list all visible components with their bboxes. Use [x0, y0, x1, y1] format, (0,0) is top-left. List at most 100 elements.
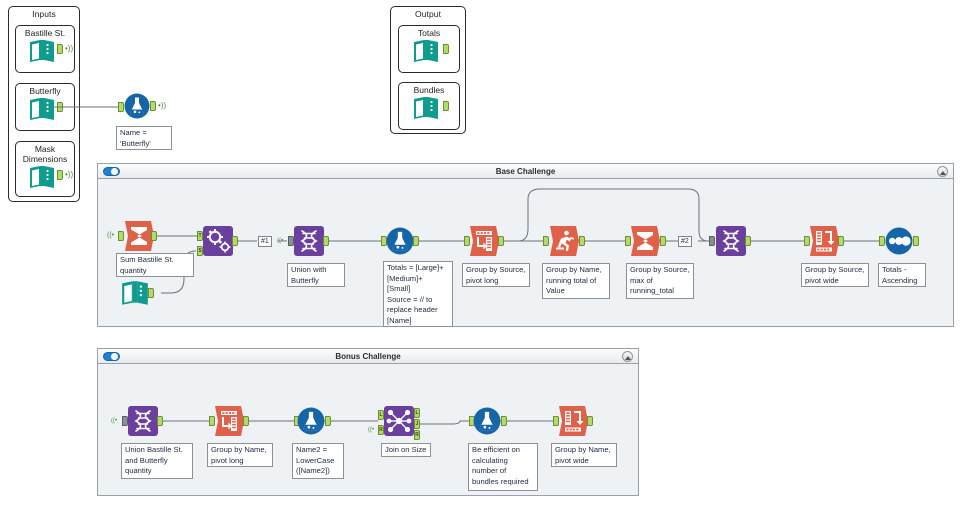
summarize-icon[interactable] — [124, 221, 154, 251]
tool-container-inputs[interactable]: Inputs Bastille St. •)) Butterfly — [8, 6, 80, 202]
transpose-icon[interactable] — [214, 406, 244, 436]
summarize-icon[interactable] — [630, 226, 660, 256]
workflow-container-bonus-challenge[interactable]: Bonus Challenge ((• — [97, 348, 639, 496]
input-data-icon[interactable] — [28, 96, 56, 127]
output-anchor[interactable] — [913, 236, 919, 246]
input-anchor[interactable] — [443, 101, 449, 111]
sort-icon[interactable] — [885, 227, 913, 255]
crosstab-icon[interactable] — [809, 226, 839, 256]
input-anchor[interactable] — [879, 236, 885, 246]
annotation-formula-2: Name2 = LowerCase ([Name2]) — [292, 443, 344, 479]
output-anchor[interactable] — [579, 236, 585, 246]
input-data-icon[interactable] — [28, 164, 56, 195]
container-title-bonus: Bonus Challenge — [335, 351, 401, 361]
output-anchor[interactable] — [57, 170, 63, 180]
formula-icon[interactable] — [473, 407, 501, 435]
output-anchor[interactable] — [660, 236, 666, 246]
input-anchor[interactable] — [553, 416, 559, 426]
output-anchor[interactable] — [243, 416, 249, 426]
output-anchor[interactable] — [323, 236, 329, 246]
input-anchor-t[interactable] — [197, 231, 203, 241]
crosstab-icon[interactable] — [558, 406, 588, 436]
output-data-icon[interactable] — [412, 95, 440, 126]
find-replace-icon[interactable] — [203, 226, 233, 256]
output-anchor[interactable] — [501, 416, 507, 426]
anchor-label-r: R — [379, 427, 383, 433]
output-anchor[interactable] — [232, 236, 238, 246]
annotation-union-3: Union Bastille St. and Butterfly quantit… — [121, 443, 193, 479]
container-header-base[interactable]: Base Challenge — [98, 164, 953, 179]
input-anchor-r[interactable] — [378, 425, 384, 435]
union-icon[interactable] — [128, 406, 158, 436]
input-tool-title-mask: Mask Dimensions — [22, 144, 68, 164]
running-total-icon[interactable] — [549, 226, 579, 256]
annotation-summarize-2: Group by Source, max of running_total — [626, 263, 694, 299]
output-anchor[interactable] — [745, 236, 751, 246]
collapse-up-icon[interactable] — [937, 165, 948, 177]
input-anchor[interactable] — [625, 236, 631, 246]
output-anchor[interactable] — [57, 44, 63, 54]
container-toggle-base[interactable] — [103, 167, 120, 176]
input-anchor[interactable] — [464, 236, 470, 246]
formula-icon[interactable] — [386, 227, 414, 255]
input-anchor[interactable] — [122, 416, 128, 426]
container-toggle-bonus[interactable] — [103, 352, 120, 361]
input-anchor-s[interactable] — [197, 246, 203, 256]
input-anchor[interactable] — [209, 416, 215, 426]
container-title-output: Output — [414, 9, 442, 19]
annotation-union-1: Union with Butterfly — [287, 263, 345, 287]
output-anchor-j[interactable] — [414, 419, 420, 429]
input-anchor[interactable] — [543, 236, 549, 246]
union-icon[interactable] — [716, 226, 746, 256]
wireless-output-icon: •)) — [65, 170, 74, 179]
input-anchor[interactable] — [118, 102, 124, 112]
collapse-up-icon[interactable] — [622, 350, 633, 362]
input-tool-bastille-st[interactable]: Bastille St. •)) — [15, 25, 75, 73]
input-anchor[interactable] — [288, 236, 294, 246]
output-anchor-r[interactable] — [414, 430, 420, 440]
output-anchor[interactable] — [57, 102, 63, 112]
connection-tag-1[interactable]: #1 — [258, 236, 272, 247]
annotation-crosstab-2: Group by Name, pivot wide — [551, 443, 617, 467]
workflow-container-base-challenge[interactable]: Base Challenge — [97, 163, 954, 327]
output-anchor[interactable] — [838, 236, 844, 246]
input-tool-mask-dimensions[interactable]: Mask Dimensions •)) — [15, 141, 75, 197]
input-anchor[interactable] — [443, 44, 449, 54]
output-anchor[interactable] — [498, 236, 504, 246]
output-data-icon[interactable] — [412, 38, 440, 69]
transpose-icon[interactable] — [469, 226, 499, 256]
annotation-join: Join on Size — [381, 443, 431, 457]
anchor-label-out-l: L — [415, 410, 419, 416]
join-icon[interactable] — [384, 406, 414, 436]
wireless-input-icon: ((• — [107, 232, 115, 239]
output-anchor-l[interactable] — [414, 408, 420, 418]
output-anchor[interactable] — [325, 416, 331, 426]
input-data-icon[interactable] — [28, 38, 56, 69]
input-anchor[interactable] — [118, 231, 124, 241]
output-tool-bundles[interactable]: Bundles — [398, 82, 460, 130]
input-anchor[interactable] — [381, 236, 387, 246]
output-anchor[interactable] — [148, 288, 154, 298]
input-anchor[interactable] — [709, 236, 715, 246]
formula-icon[interactable] — [297, 407, 325, 435]
input-tool-butterfly[interactable]: Butterfly — [15, 83, 75, 131]
anchor-label-l: L — [379, 412, 383, 418]
output-anchor[interactable] — [151, 231, 157, 241]
connection-tag-2[interactable]: #2 — [678, 236, 692, 247]
output-anchor[interactable] — [157, 416, 163, 426]
output-anchor[interactable] — [150, 101, 156, 111]
output-anchor[interactable] — [587, 416, 593, 426]
output-anchor[interactable] — [413, 236, 419, 246]
container-body-bonus: ((• Union Bastille St. and Butterfly qua… — [98, 364, 638, 496]
input-anchor[interactable] — [804, 236, 810, 246]
tool-container-output[interactable]: Output Totals Bundles — [390, 6, 466, 134]
formula-icon[interactable] — [124, 93, 150, 119]
annotation-summarize-1: Sum Bastille St. quantity — [116, 253, 194, 277]
input-anchor-l[interactable] — [378, 410, 384, 420]
input-data-icon[interactable] — [120, 279, 150, 307]
output-tool-totals[interactable]: Totals — [398, 25, 460, 73]
container-header-bonus[interactable]: Bonus Challenge — [98, 349, 638, 364]
union-icon[interactable] — [294, 226, 324, 256]
container-body-base: ((• Sum Bastille St. quantity — [98, 179, 953, 327]
